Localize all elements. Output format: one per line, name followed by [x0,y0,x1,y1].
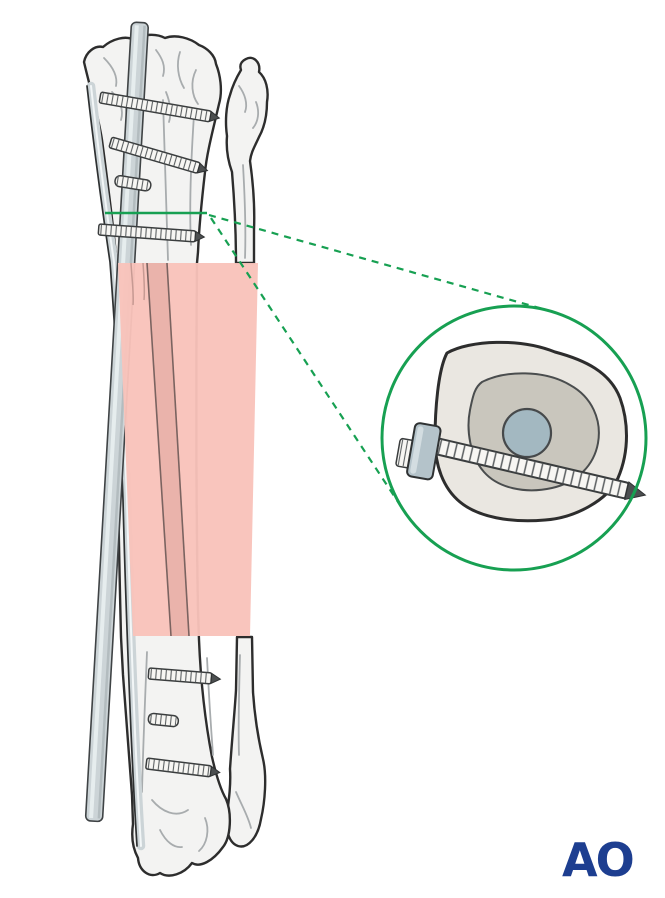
screw-tip [194,230,206,243]
proximal-screw-1 [98,91,221,123]
screw-thread-texture [148,713,177,727]
nail-shade [97,25,146,819]
distal-screw-1 [147,667,222,685]
distal-screw-3 [145,757,221,778]
nail-cross-section [501,407,553,459]
proximal-screw-3 [114,174,152,192]
lag-screw-shaft [433,437,647,501]
nail-edge-line [146,262,172,637]
magnifier-circle [380,304,648,572]
screw-tip [196,162,209,174]
nut-highlight [410,426,424,474]
screw-thread-texture [146,758,211,777]
magnified-cross-section [380,304,648,572]
nail-highlight [89,25,139,819]
callout-dashed-line-lower [210,217,405,512]
screw-nut [406,422,442,481]
screw-thread-texture [436,439,628,498]
proximal-screw-4 [97,223,206,243]
bone-ridge-fade [130,262,134,306]
screw-thread-texture [115,175,150,191]
callout-dashed-line-upper [208,213,551,313]
fibula-proximal [224,56,269,265]
ao-logo: AO [562,833,633,887]
proximal-screw-2 [108,136,209,174]
intramedullary-nail [84,21,149,823]
bone-ridge-fade [142,262,146,301]
nail-edge-line [166,262,190,637]
distal-screw-2 [147,712,180,728]
screw-thread-texture [100,92,211,122]
screw-thread-texture [149,668,211,684]
screw-thread-texture [99,224,195,242]
screw-thread-texture [110,137,200,173]
highlighted-shaft-segment [118,262,258,637]
screw-tip [209,765,221,778]
screw-tip [208,110,221,123]
nail-through-highlight [147,263,189,636]
screw-tip [210,672,222,685]
